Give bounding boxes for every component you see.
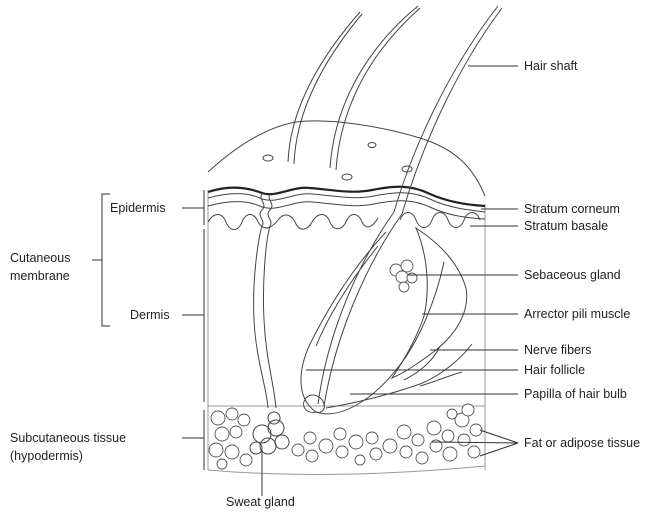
fat-or-adipose-tissue-label: Fat or adipose tissue xyxy=(524,436,640,450)
arrector-pili-muscle-label: Arrector pili muscle xyxy=(524,307,630,321)
hair-follicle xyxy=(301,232,472,414)
cutaneous-membrane-label-1: Cutaneous xyxy=(10,251,70,265)
surface-pores xyxy=(263,143,412,181)
subcutaneous-tissue-label-2: (hypodermis) xyxy=(10,449,83,463)
stratum-corneum-label: Stratum corneum xyxy=(524,202,620,216)
sweat-gland-coil xyxy=(250,412,289,454)
sebaceous-gland-label: Sebaceous gland xyxy=(524,268,621,282)
stratum-basale-label: Stratum basale xyxy=(524,219,608,233)
hair-shaft-label: Hair shaft xyxy=(524,59,578,73)
subcutaneous-tissue-label-1: Subcutaneous tissue xyxy=(10,431,126,445)
sebaceous-gland-lobes xyxy=(390,260,417,292)
hair-follicle-label: Hair follicle xyxy=(524,363,585,377)
arrector-pili-muscle xyxy=(392,228,467,378)
nerve-fibers-label: Nerve fibers xyxy=(524,343,591,357)
adipose-cells xyxy=(209,404,482,469)
cutaneous-membrane-label-2: membrane xyxy=(10,269,70,283)
dermis-label: Dermis xyxy=(130,308,170,322)
sweat-gland-label: Sweat gland xyxy=(226,495,295,509)
epidermis-layer xyxy=(208,187,485,230)
epidermis-label: Epidermis xyxy=(110,201,166,215)
bracket-lines xyxy=(92,190,204,470)
papilla-of-hair-bulb-label: Papilla of hair bulb xyxy=(524,387,627,401)
